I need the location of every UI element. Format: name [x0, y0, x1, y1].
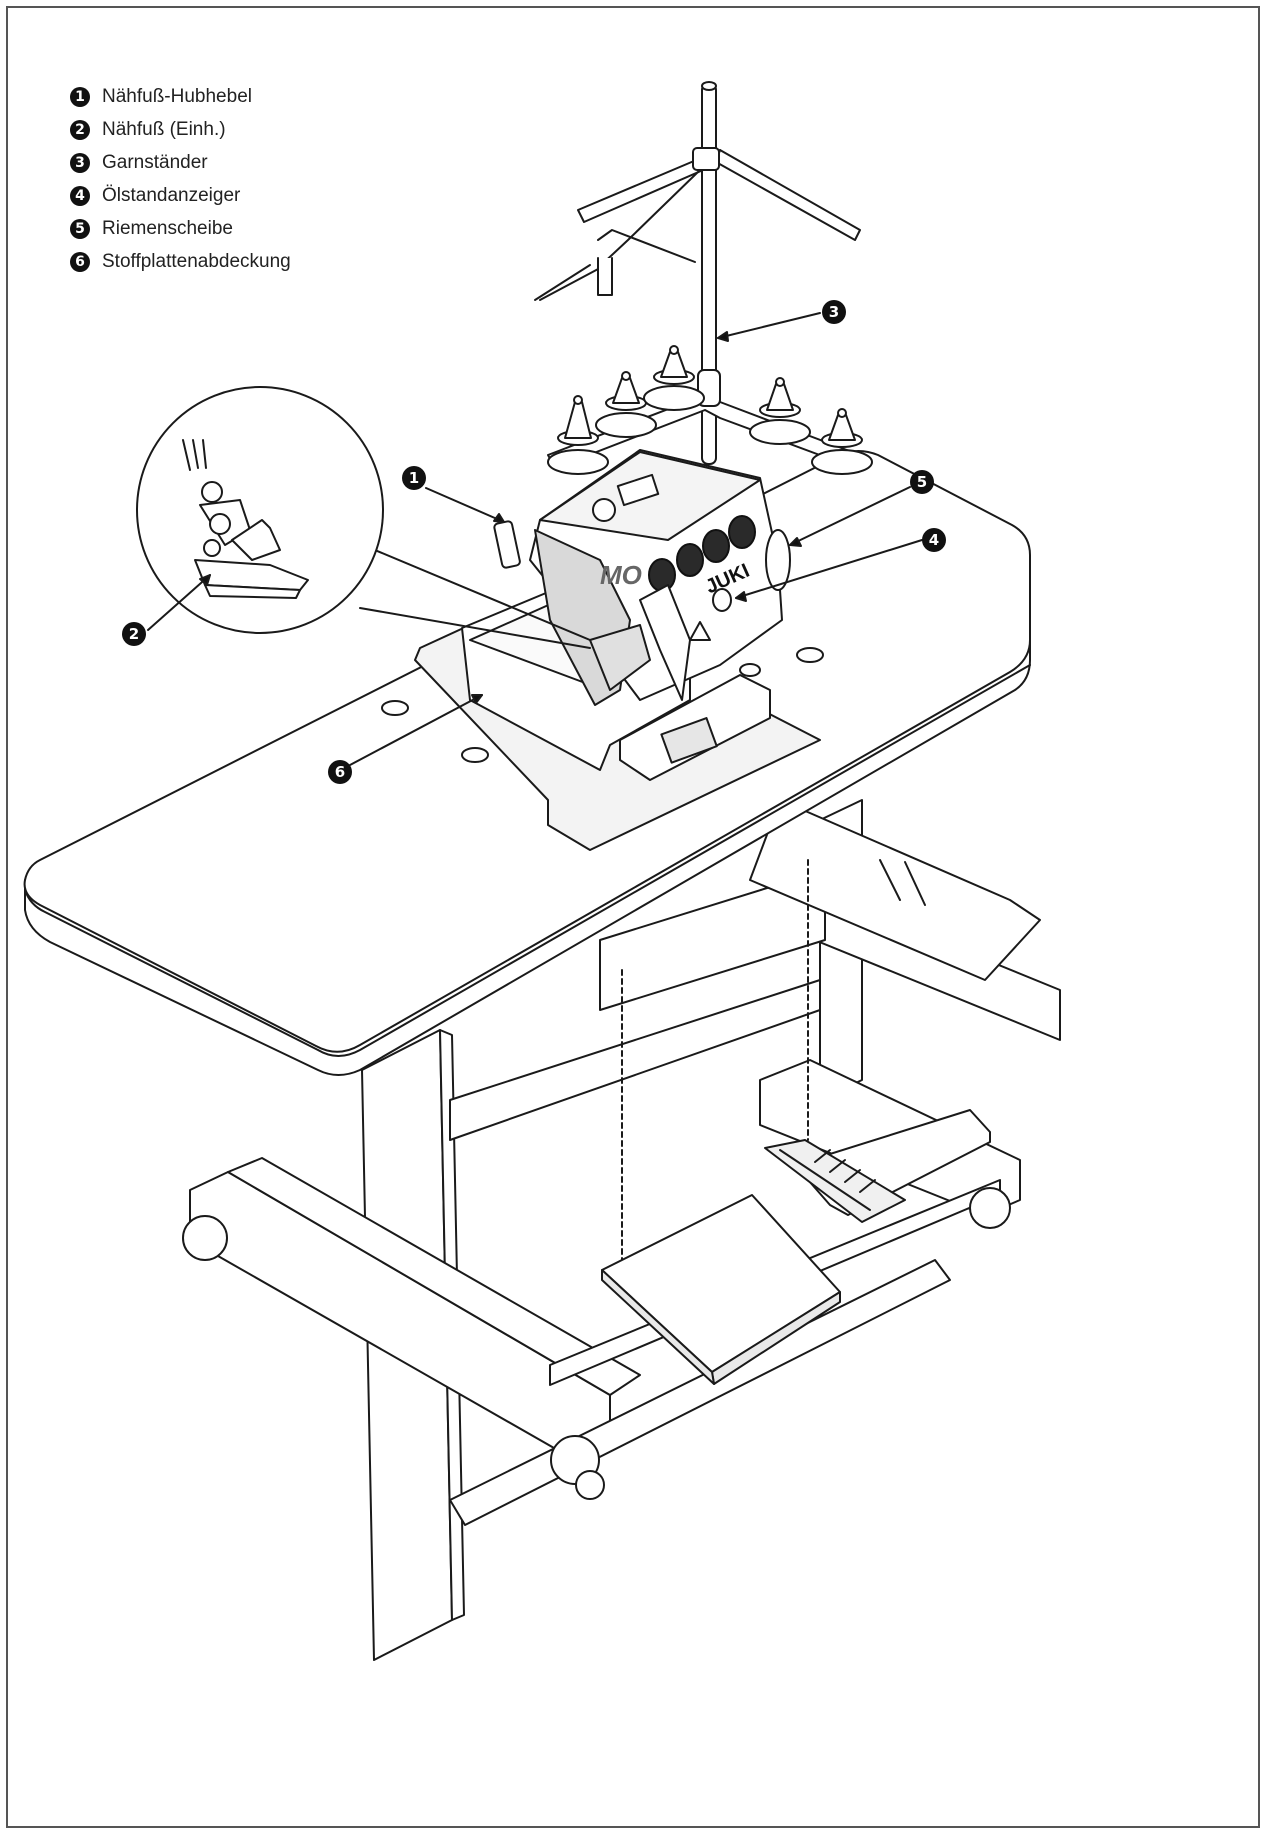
presser-foot-detail: [136, 386, 591, 649]
legend-item: 1 Nähfuß-Hubhebel: [70, 80, 291, 113]
legend-item: 3 Garnständer: [70, 146, 291, 179]
thread-stand: [534, 81, 873, 475]
legend-item: 2 Nähfuß (Einh.): [70, 113, 291, 146]
thread-cone: [811, 408, 873, 475]
legend-label: Garnständer: [102, 151, 208, 173]
legend-number-badge: 5: [70, 218, 90, 239]
thread-cone: [749, 377, 811, 445]
page-frame: [6, 6, 1260, 1828]
legend-number-badge: 4: [70, 185, 90, 206]
machine-model-mark: MO: [600, 560, 642, 590]
legend-number-badge: 6: [70, 251, 90, 272]
callout-2: 2: [122, 622, 146, 646]
callout-4: 4: [922, 528, 946, 552]
thread-cone: [547, 395, 609, 475]
legend-number-badge: 2: [70, 119, 90, 140]
callout-3: 3: [822, 300, 846, 324]
thread-cone: [595, 371, 657, 438]
legend-label: Nähfuß-Hubhebel: [102, 85, 252, 107]
legend-item: 5 Riemenscheibe: [70, 212, 291, 245]
thread-cone: [643, 345, 705, 411]
callout-5: 5: [910, 470, 934, 494]
legend-number-badge: 1: [70, 86, 90, 107]
callout-1: 1: [402, 466, 426, 490]
foot-pedals: [601, 859, 991, 1385]
legend-number-badge: 3: [70, 152, 90, 173]
legend-label: Ölstandanzeiger: [102, 184, 241, 206]
legend-item: 4 Ölstandanzeiger: [70, 179, 291, 212]
parts-legend: 1 Nähfuß-Hubhebel 2 Nähfuß (Einh.) 3 Garnst…: [70, 80, 291, 278]
legend-label: Stoffplattenabdeckung: [102, 250, 291, 272]
sewing-machine-head: [461, 449, 791, 781]
callout-leader-lines: [147, 312, 923, 766]
legend-item: 6 Stoffplattenabdeckung: [70, 245, 291, 278]
legend-label: Nähfuß (Einh.): [102, 118, 226, 140]
side-drawer: [749, 799, 1041, 981]
legend-label: Riemenscheibe: [102, 217, 233, 239]
callout-6: 6: [328, 760, 352, 784]
